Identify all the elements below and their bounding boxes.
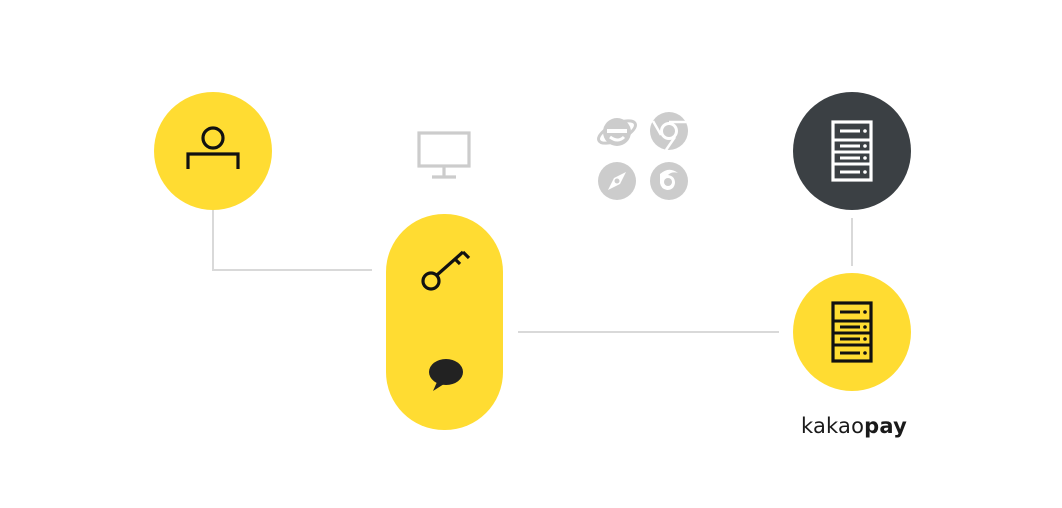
kakaopay-label: kakaopay — [795, 414, 913, 438]
connector-pill-kakaopay — [518, 331, 779, 333]
user-node — [154, 92, 272, 210]
firefox-icon — [650, 162, 688, 200]
monitor-icon — [416, 130, 472, 182]
key-icon — [421, 250, 471, 291]
auth-pill — [386, 214, 503, 430]
connector-servers-vertical — [851, 218, 853, 266]
brand-name-part2: pay — [864, 414, 908, 438]
chrome-icon — [650, 112, 688, 151]
internet-explorer-icon — [597, 118, 637, 146]
server-icon — [831, 120, 873, 182]
server-icon — [831, 301, 873, 363]
server-node-dark — [793, 92, 911, 210]
browser-icons — [596, 110, 690, 202]
connector-user-vertical — [212, 208, 214, 271]
server-node-kakaopay — [793, 273, 911, 391]
safari-icon — [598, 162, 636, 200]
connector-user-horizontal — [212, 269, 372, 271]
user-icon — [186, 126, 240, 169]
brand-name-part1: kakao — [800, 414, 865, 438]
chat-bubble-icon — [429, 359, 463, 391]
